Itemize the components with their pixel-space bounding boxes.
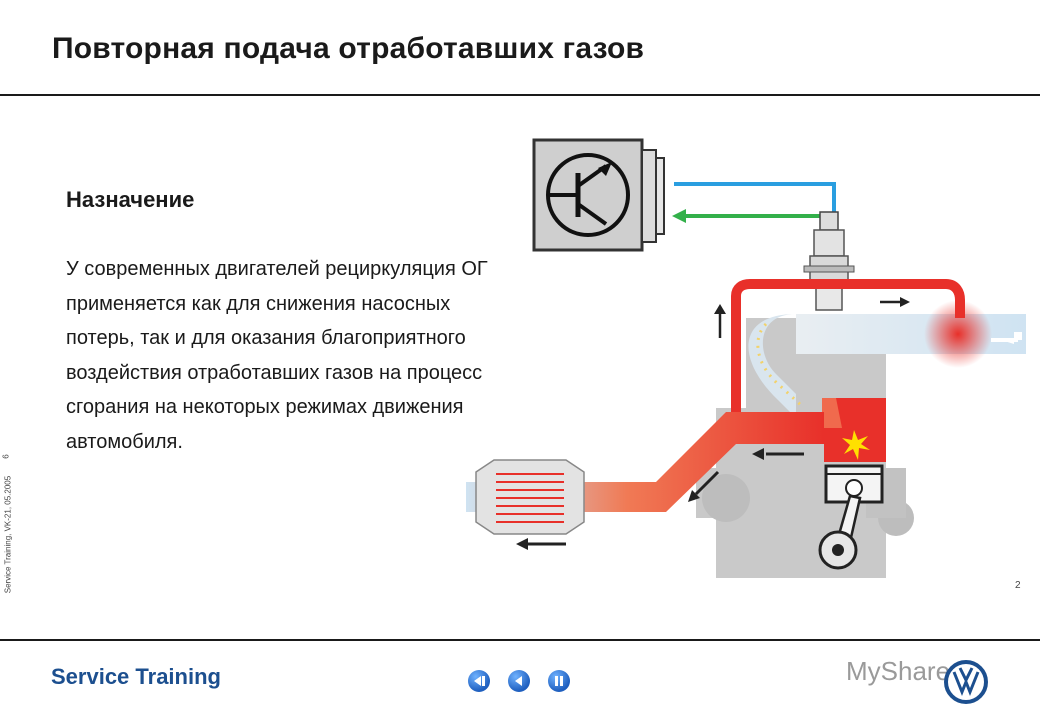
catalyst-icon (475, 459, 585, 535)
page-number: 6 (1, 454, 11, 459)
top-divider (0, 94, 1040, 96)
pause-icon (555, 676, 563, 686)
back-to-start-button[interactable] (468, 670, 490, 692)
footer-brand: Service Training (51, 664, 221, 689)
previous-icon (515, 676, 522, 686)
figure-number: 2 (1015, 580, 1021, 591)
intake-duct (748, 300, 1026, 418)
spark-icon (842, 430, 870, 460)
transistor-icon (532, 138, 665, 252)
previous-button[interactable] (508, 670, 530, 692)
section-heading: Назначение (66, 187, 195, 212)
egr-pipe (714, 279, 965, 424)
egr-valve-icon (803, 211, 855, 311)
vw-logo-icon (944, 660, 988, 704)
slide-title: Повторная подача отработавших газов (52, 32, 645, 65)
signal-lines (672, 182, 836, 223)
egr-diagram (466, 138, 1026, 578)
body-text: У современных двигателей рециркуляция ОГ… (66, 258, 488, 453)
side-note: Service Training, VK-21, 05.2005 (3, 475, 13, 594)
piston-icon (818, 464, 884, 570)
bottom-divider (0, 639, 1040, 641)
pause-button[interactable] (548, 670, 570, 692)
back-to-start-icon (474, 676, 485, 686)
